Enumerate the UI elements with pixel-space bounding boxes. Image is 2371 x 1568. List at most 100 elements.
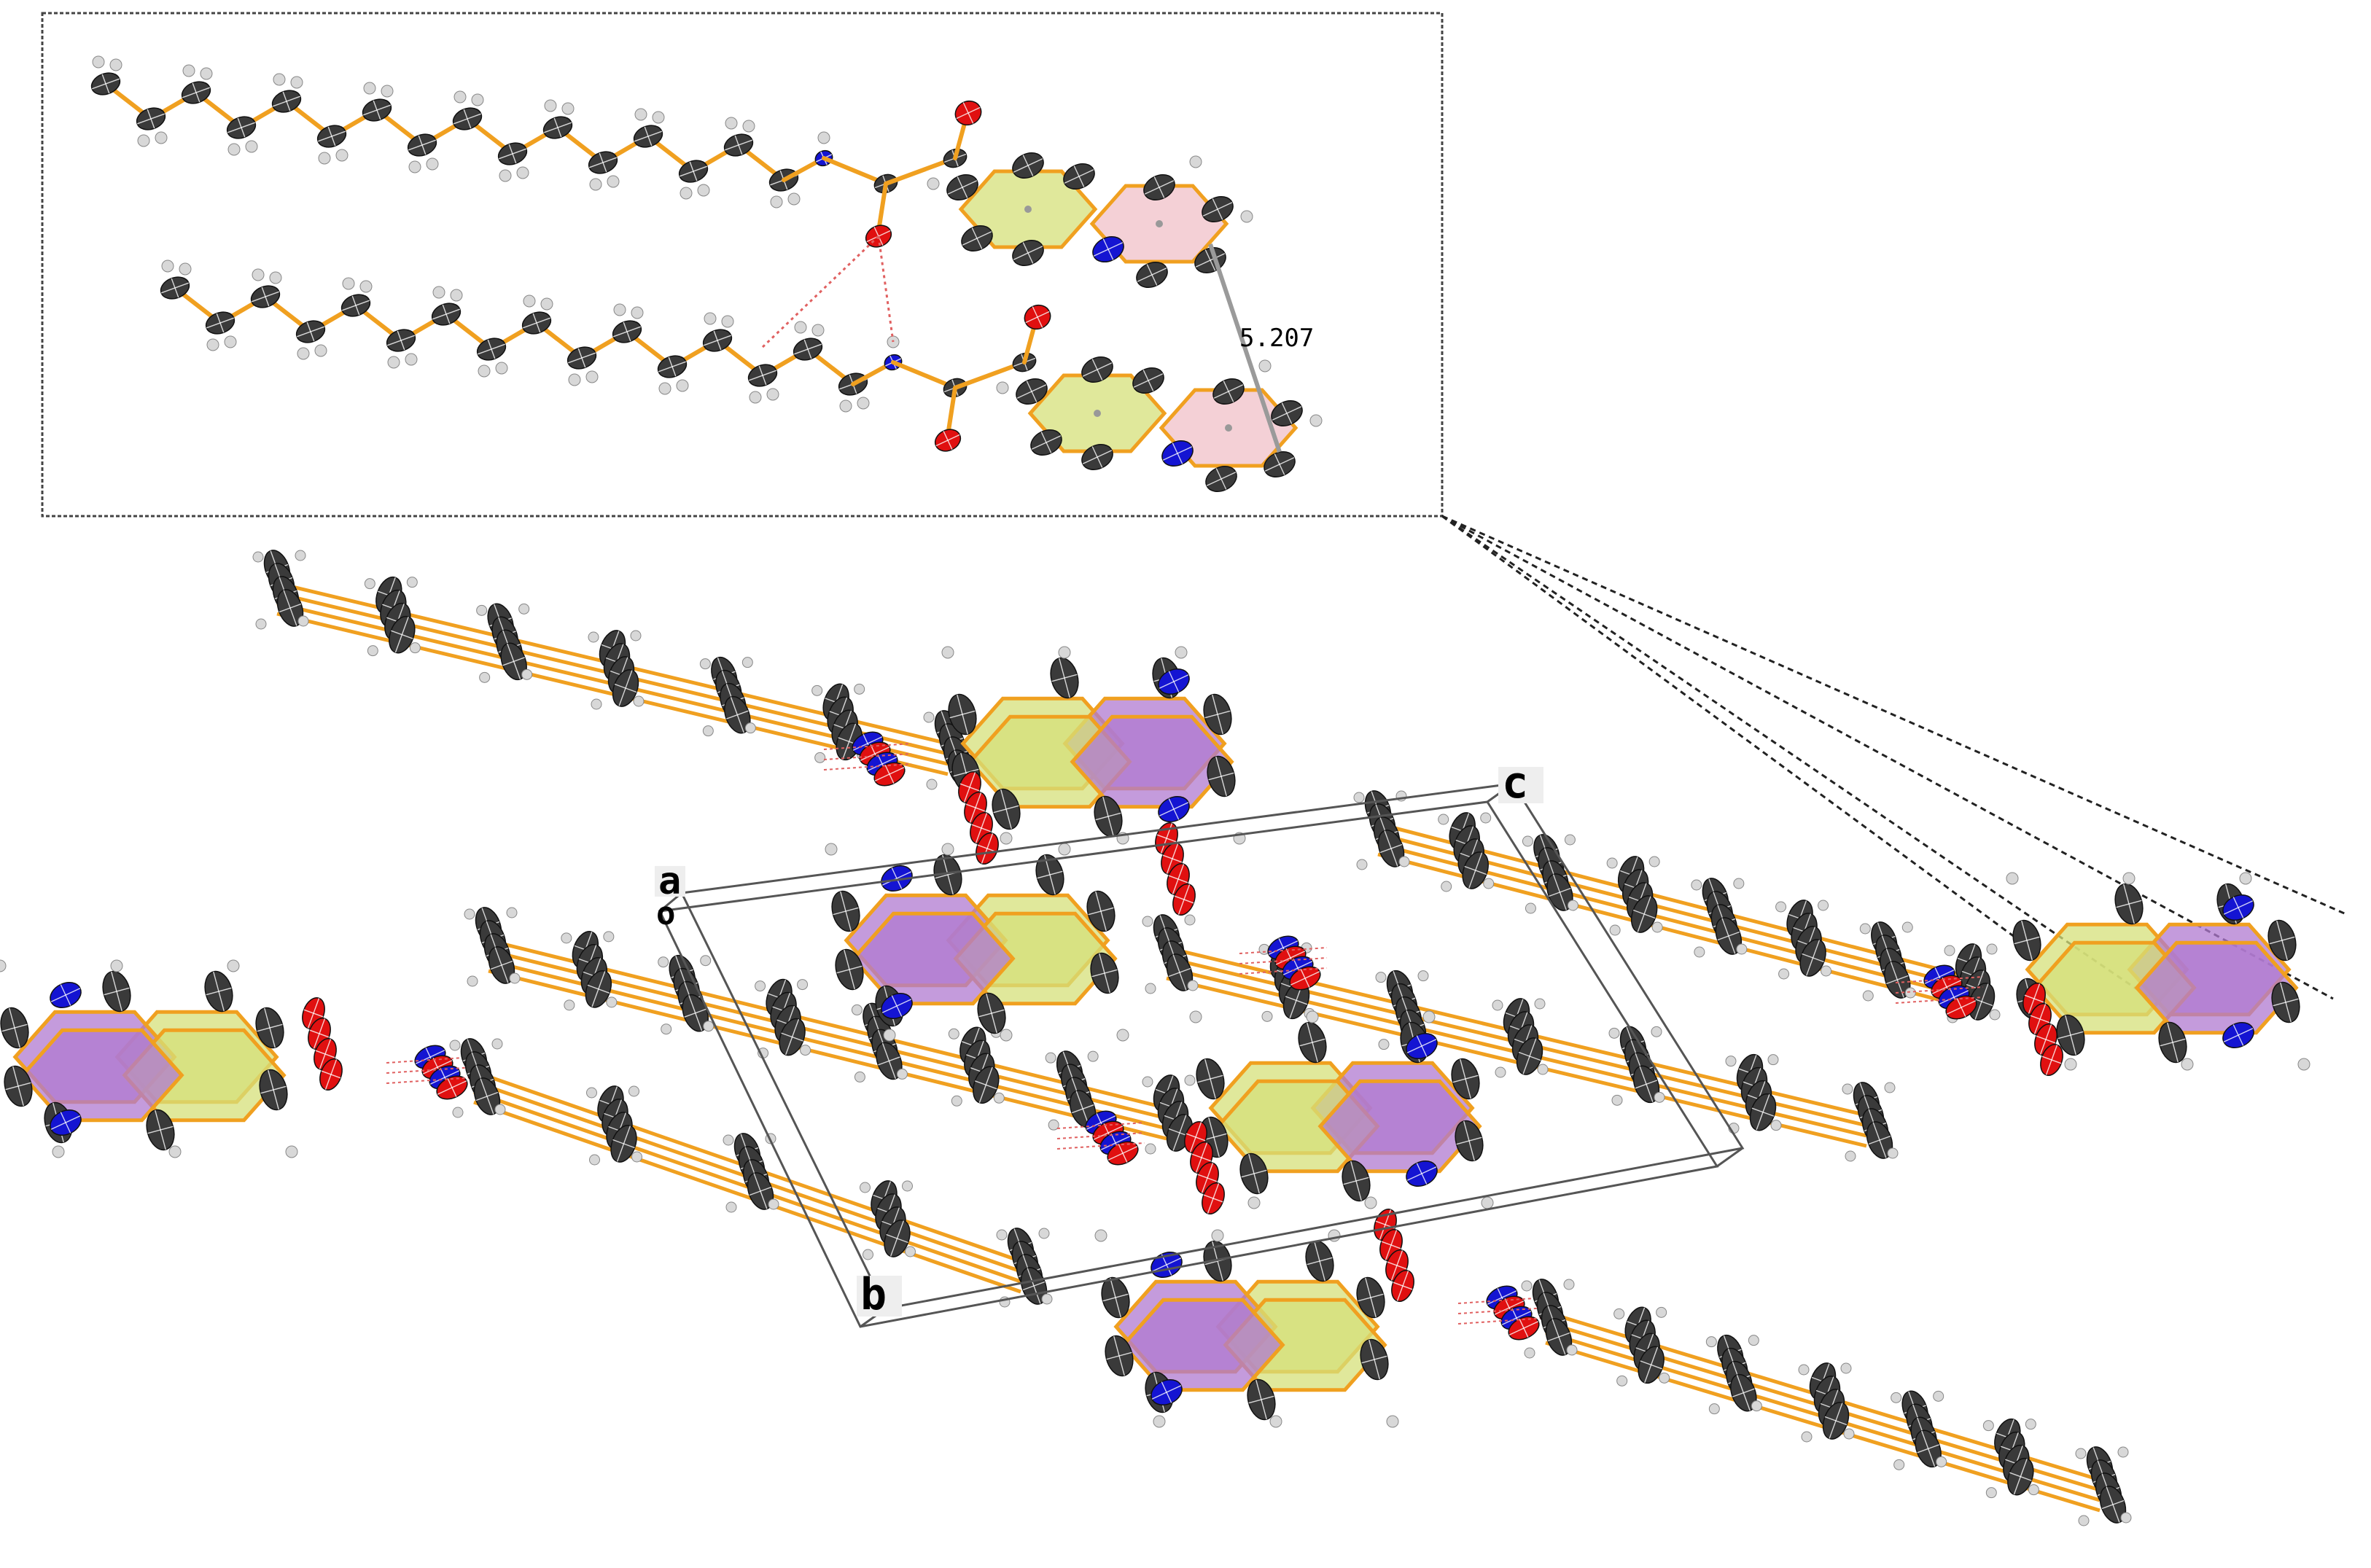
pyridine-ring — [1070, 714, 1234, 809]
centroid-distance-line — [1208, 243, 1282, 453]
carbon-atom-axis — [1215, 468, 1227, 490]
hydrogen-atom — [561, 102, 575, 115]
carbon-atom-axis — [957, 176, 968, 198]
hydrogen-atom — [426, 157, 439, 171]
carbon-atom — [1136, 262, 1168, 288]
hydrogen-bond — [877, 235, 895, 343]
carbon-atom — [1298, 1021, 1327, 1064]
hydrogen-atom — [1893, 1459, 1905, 1470]
hydrogen-atom — [1884, 1082, 1896, 1093]
carbon-atom — [678, 160, 709, 183]
carbon-atom-axis — [463, 109, 472, 129]
carbon-atom — [250, 285, 281, 308]
oxygen-atom-axis — [1519, 1319, 1529, 1338]
carbon-atom — [473, 1077, 501, 1115]
carbon-atom-axis — [1153, 176, 1165, 198]
carbon-atom-axis — [1091, 446, 1103, 468]
hydrogen-atom — [521, 668, 533, 680]
hydrogen-atom — [1038, 1228, 1050, 1239]
hydrogen-atom — [2064, 1058, 2077, 1071]
hydrogen-atom — [741, 657, 753, 668]
oxygen-atom-axis — [313, 1018, 326, 1049]
carbon-atom — [340, 294, 371, 317]
hydrogen-atom — [1534, 998, 1546, 1010]
hydrogen-atom — [252, 551, 264, 563]
hydrogen-atom — [491, 1038, 503, 1050]
hydrogen-atom — [1306, 1010, 1319, 1023]
hydrogen-atom — [839, 399, 852, 413]
carbon-atom — [146, 1109, 175, 1151]
carbon-atom — [1239, 1152, 1269, 1195]
hydrogen-atom — [161, 260, 174, 273]
hydrogen-atom — [363, 82, 376, 95]
carbon-atom — [2158, 1021, 2187, 1064]
hydrogen-atom — [1821, 965, 1832, 977]
hydrogen-atom — [817, 131, 830, 144]
hydrogen-atom — [269, 271, 282, 284]
hydrogen-atom — [1417, 970, 1429, 982]
carbon-atom-axis — [971, 227, 983, 249]
carbon-atom — [181, 81, 211, 104]
hydrogen-atom — [1651, 1026, 1662, 1037]
hydrogen-atom — [927, 177, 940, 190]
carbon-atom-axis — [1921, 1430, 1936, 1467]
chain-bond — [473, 1100, 1021, 1294]
hydrogen-atom — [1524, 1347, 1535, 1359]
oxygen-atom-axis — [962, 102, 974, 124]
hydrogen-atom — [1613, 1308, 1625, 1319]
hydrogen-atom — [2120, 1512, 2132, 1524]
hydrogen-atom — [941, 646, 954, 659]
carbon-atom — [779, 1018, 806, 1056]
carbon-atom — [1063, 163, 1095, 190]
hydrogen-atom — [1798, 1364, 1810, 1376]
carbon-atom-axis — [147, 109, 155, 129]
hydrogen-atom — [227, 143, 241, 156]
hydrogen-atom — [1525, 902, 1536, 914]
hydrogen-atom — [661, 1023, 672, 1035]
hydrogen-atom — [607, 175, 620, 188]
carbon-atom-axis — [264, 1007, 276, 1048]
carbon-atom-axis — [101, 74, 110, 94]
carbon-atom — [1455, 1120, 1484, 1162]
nitrogen-atom — [2222, 1022, 2254, 1048]
carbon-atom — [1090, 952, 1119, 994]
hydrogen-atom — [702, 725, 714, 737]
zoom-callout-lines — [1441, 515, 2348, 1000]
nitrogen-atom-axis — [60, 984, 71, 1006]
nitrogen-atom-axis — [1416, 1163, 1428, 1185]
carbon-atom-axis — [1350, 1161, 1362, 1201]
carbon-atom — [2007, 1457, 2034, 1496]
carbon-atom — [2114, 883, 2144, 925]
carbon-atom-axis — [213, 971, 225, 1012]
hydrogen-atom — [1145, 1143, 1156, 1155]
hydrogen-atom — [367, 645, 378, 657]
hydrogen-atom — [2006, 872, 2019, 885]
hydrogen-atom — [518, 603, 530, 615]
hydrogen-atom — [1775, 901, 1787, 913]
hydrogen-atom — [1842, 1083, 1853, 1095]
hydrogen-atom — [206, 338, 219, 351]
hydrogen-atom — [700, 955, 712, 967]
hydrogen-atom — [1184, 914, 1196, 926]
carbon-atom — [1086, 890, 1116, 932]
carbon-atom-axis — [1204, 1058, 1216, 1099]
carbon-atom-axis — [1644, 1346, 1659, 1384]
carbon-atom-axis — [261, 286, 270, 307]
oxygen-atom-axis — [319, 1039, 332, 1069]
carbon-atom-axis — [1365, 1277, 1377, 1318]
hydrogen-atom — [797, 979, 809, 991]
hydrogen-atom — [285, 1145, 298, 1158]
bond — [953, 360, 1027, 390]
hydrogen-atom — [110, 959, 123, 972]
carbon-atom-axis — [618, 670, 633, 706]
carbon-atom — [271, 90, 302, 113]
hydrogen-atom — [825, 843, 838, 856]
hydrogen-atom — [450, 289, 463, 302]
carbon-atom — [1516, 1037, 1543, 1075]
oxygen-atom-axis — [1207, 1183, 1220, 1214]
carbon-atom — [1196, 1058, 1225, 1100]
oxygen-atom-axis — [1396, 1271, 1409, 1301]
carbon-atom-axis — [942, 854, 954, 895]
oxygen-atom — [2022, 983, 2046, 1015]
